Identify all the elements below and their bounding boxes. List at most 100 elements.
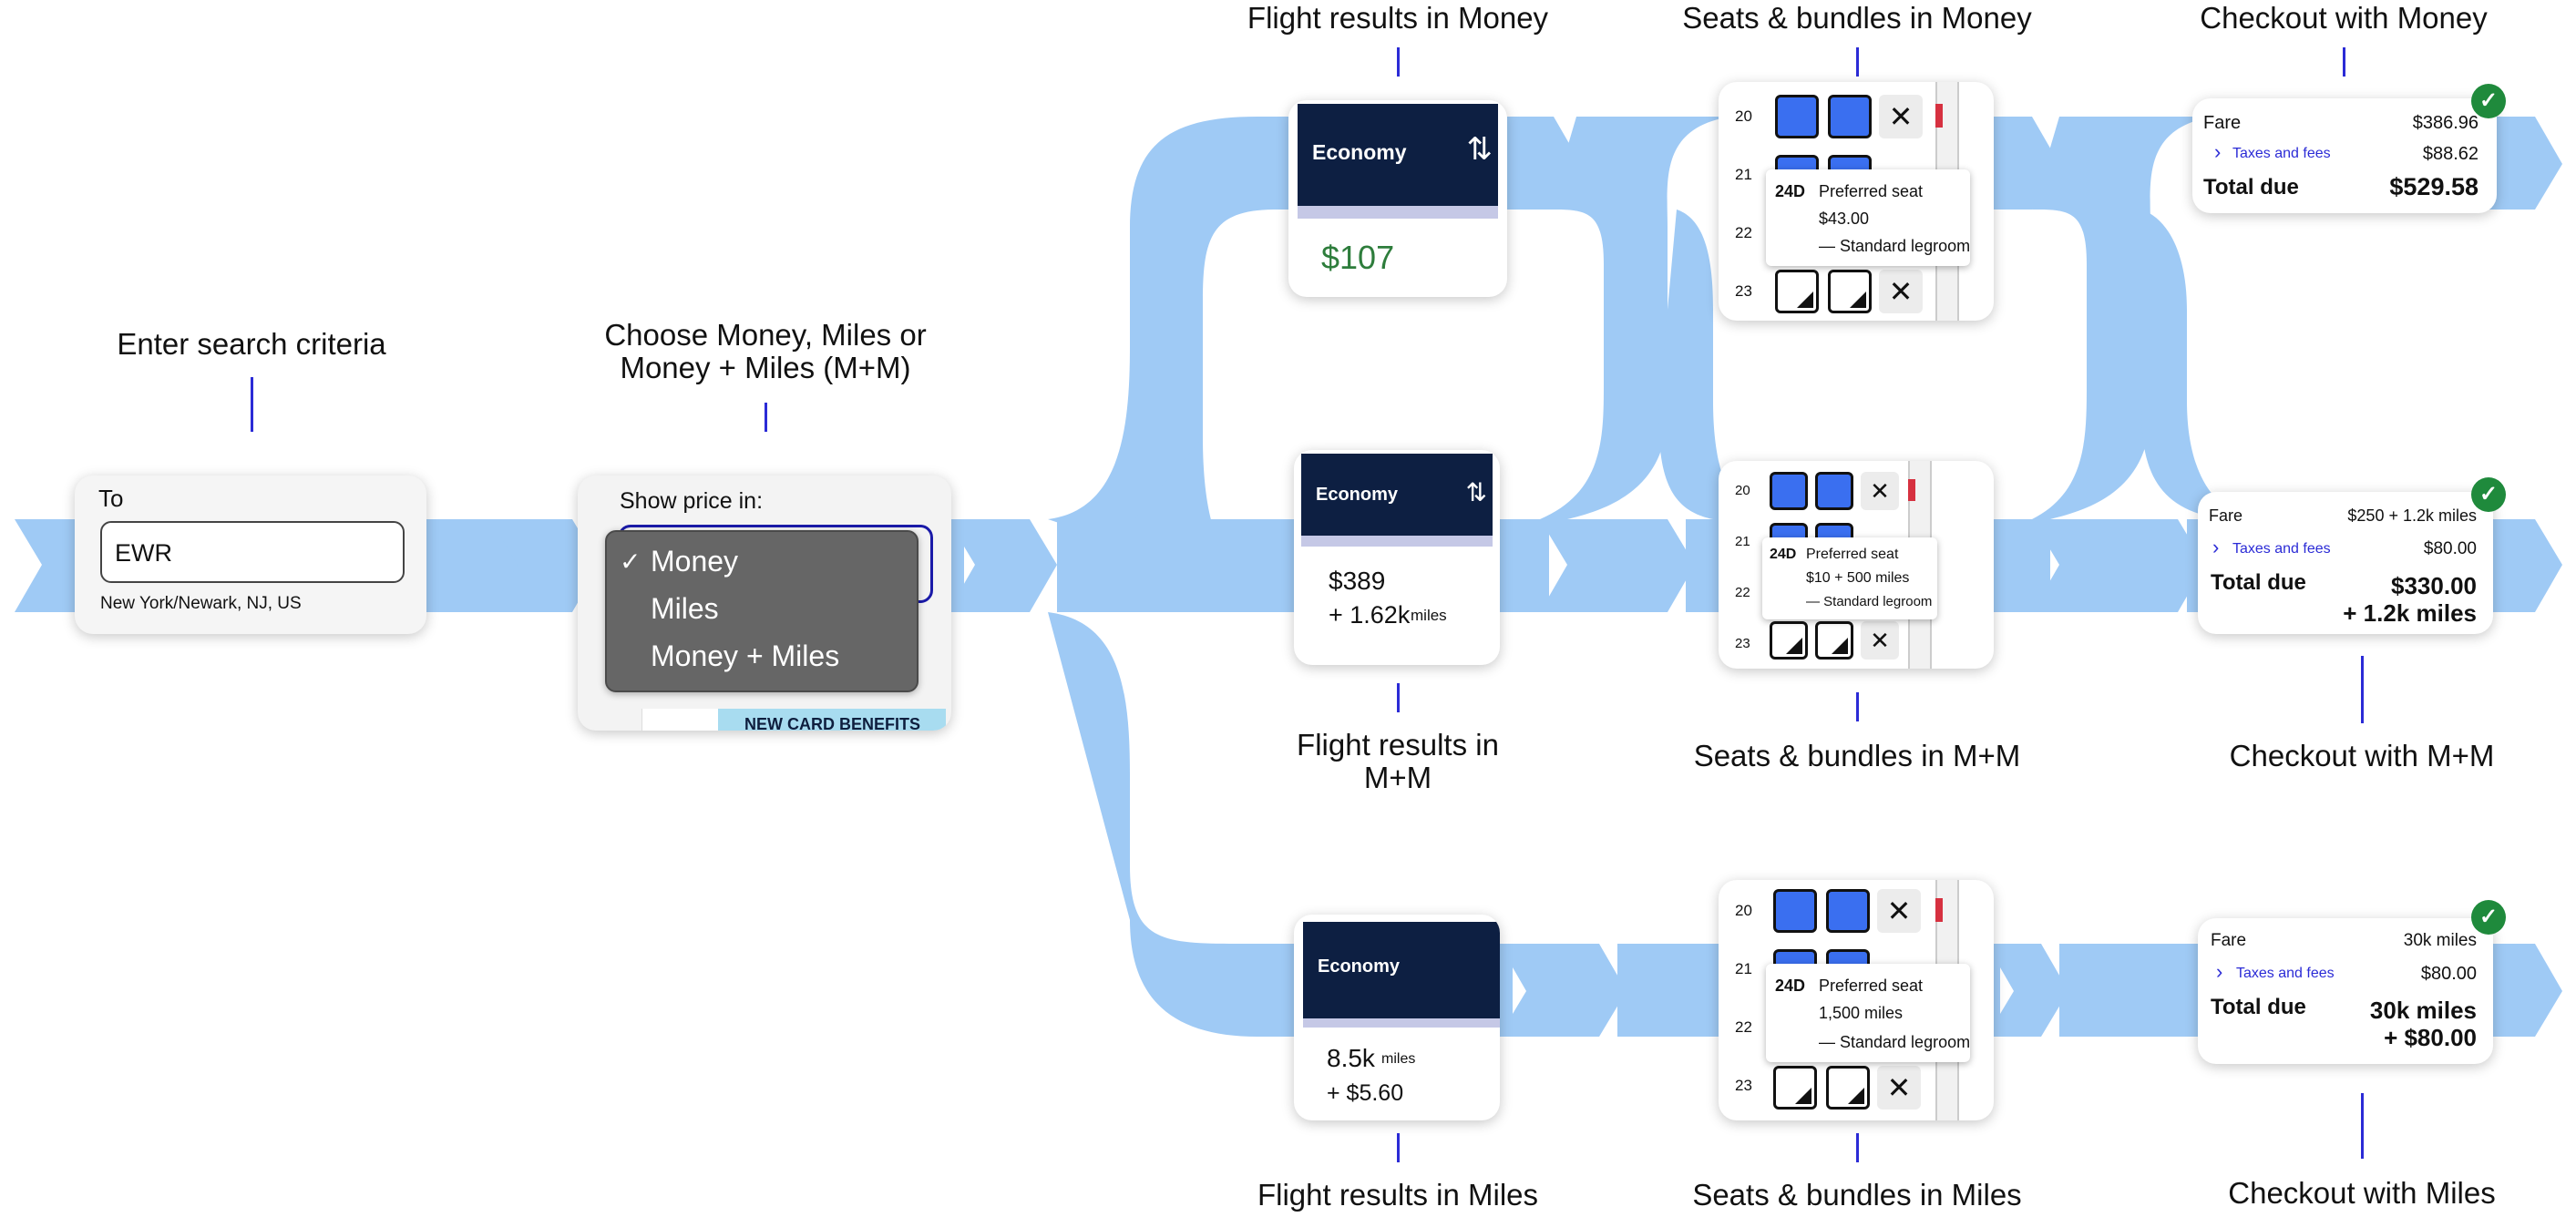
flight-miles-value: 8.5k <box>1327 1044 1375 1072</box>
seat-extra-legroom[interactable] <box>1826 1066 1870 1110</box>
tooltip-seat: 24D <box>1770 547 1797 562</box>
option-money-miles[interactable]: Money + Miles <box>651 639 840 672</box>
flow-arrow <box>2492 117 2562 210</box>
total-label: Total due <box>2211 995 2306 1019</box>
label-choose-text: Choose Money, Miles or Money + Miles (M+… <box>604 318 927 384</box>
tooltip-price: $43.00 <box>1819 210 1870 228</box>
flow-branch <box>1048 612 1303 1037</box>
label-seats-money: Seats & bundles in Money <box>1682 1 2032 35</box>
destination-input-value: EWR <box>115 539 172 567</box>
seat[interactable] <box>1775 95 1819 138</box>
seat[interactable] <box>1773 889 1817 933</box>
swap-arrows-icon[interactable]: ⇅ <box>1466 132 1493 167</box>
exit-marker <box>1908 479 1915 501</box>
row-number: 20 <box>1735 483 1750 498</box>
tooltip-note: — Standard legroom <box>1806 594 1933 609</box>
total-value-primary: $330.00 <box>2391 572 2477 599</box>
fare-value: 30k miles <box>2403 931 2477 950</box>
label-search: Enter search criteria <box>117 327 386 361</box>
close-x-icon: ✕ <box>1886 1071 1912 1104</box>
seat-extra-legroom[interactable] <box>1773 1066 1817 1110</box>
seat-unavailable: ✕ <box>1879 95 1923 138</box>
seat[interactable] <box>1815 472 1853 510</box>
seat-extra-legroom[interactable] <box>1770 621 1808 660</box>
checkmark-icon: ✓ <box>2471 84 2506 118</box>
fare-value: $386.96 <box>2412 113 2479 133</box>
cabin-label: Economy <box>1312 140 1407 164</box>
seat[interactable] <box>1770 472 1808 510</box>
taxes-value: $80.00 <box>2423 539 2477 558</box>
fare-label: Fare <box>2203 113 2242 133</box>
flight-card-miles[interactable]: Economy 8.5k miles + $5.60 <box>1294 915 1500 1120</box>
flow-branch <box>1658 210 1759 519</box>
row-number: 23 <box>1735 1077 1752 1094</box>
seat-extra-legroom[interactable] <box>1828 270 1872 313</box>
taxes-link[interactable]: Taxes and fees <box>2232 541 2331 557</box>
row-number: 21 <box>1735 960 1752 977</box>
connector-tick <box>251 377 253 432</box>
fare-label: Fare <box>2211 931 2247 950</box>
seat-unavailable: ✕ <box>1877 1066 1921 1110</box>
new-card-banner[interactable]: NEW CARD BENEFITS <box>718 709 946 731</box>
flight-miles-unit-mm: miles <box>1411 607 1447 624</box>
row-number: 22 <box>1735 1018 1752 1036</box>
swap-arrows-icon[interactable]: ⇅ <box>1465 478 1487 506</box>
destination-input[interactable]: EWR <box>100 521 405 583</box>
label-flight-mm: Flight results in M+M <box>1297 729 1499 794</box>
tooltip-seat-name: Preferred seat <box>1819 977 1924 995</box>
taxes-link[interactable]: Taxes and fees <box>2232 146 2331 161</box>
flow-arrow <box>490 519 600 612</box>
connector-tick <box>765 403 767 432</box>
seat[interactable] <box>1828 95 1872 138</box>
tooltip-seat: 24D <box>1775 182 1806 200</box>
close-x-icon: ✕ <box>1886 895 1912 927</box>
seat-card-mm: 20 21 22 23 ✕ ✕ 24D Preferred seat $10 +… <box>1719 461 1994 669</box>
flight-card-header: Economy ⇅ <box>1298 104 1498 206</box>
row-number: 21 <box>1735 534 1750 549</box>
checkmark-icon: ✓ <box>2471 477 2506 512</box>
seat-tooltip: 24D Preferred seat $10 + 500 miles — Sta… <box>1762 537 1937 619</box>
flight-card-divider <box>1298 206 1498 219</box>
checkout-card-money: Fare $386.96 › Taxes and fees $88.62 Tot… <box>2192 98 2497 213</box>
option-miles[interactable]: Miles <box>651 592 719 625</box>
seat-extra-legroom[interactable] <box>1815 621 1853 660</box>
to-label: To <box>98 485 124 512</box>
total-label: Total due <box>2211 570 2306 595</box>
search-card: To EWR New York/Newark, NJ, US <box>75 476 426 634</box>
seat-extra-legroom[interactable] <box>1775 270 1819 313</box>
seat-unavailable: ✕ <box>1877 889 1921 933</box>
flight-card-money[interactable]: Economy ⇅ $107 <box>1288 100 1507 297</box>
connector-tick <box>1397 683 1400 712</box>
fare-label: Fare <box>2209 506 2243 525</box>
close-x-icon: ✕ <box>1870 627 1890 654</box>
seat-tooltip: 24D Preferred seat 1,500 miles — Standar… <box>1766 964 1970 1062</box>
connector-tick <box>1856 1133 1859 1162</box>
taxes-value: $88.62 <box>2422 144 2479 164</box>
connector-tick <box>2361 1093 2364 1159</box>
flight-miles-mm: + 1.62k <box>1329 601 1411 629</box>
option-money[interactable]: Money <box>651 545 739 578</box>
close-x-icon: ✕ <box>1870 477 1890 505</box>
cabin-label: Economy <box>1318 956 1401 977</box>
total-value-primary: 30k miles <box>2369 997 2477 1024</box>
chevron-right-icon[interactable]: › <box>2212 536 2220 558</box>
new-card-banner-text: NEW CARD BENEFITS <box>744 715 920 731</box>
seat[interactable] <box>1826 889 1870 933</box>
label-checkout-miles: Checkout with Miles <box>2228 1176 2496 1210</box>
tooltip-seat-name: Preferred seat <box>1819 182 1924 200</box>
chevron-right-icon[interactable]: › <box>2216 960 2223 983</box>
flight-card-mm[interactable]: Economy ⇅ $389 + 1.62k miles <box>1294 450 1500 665</box>
flight-price-mm: $389 <box>1329 567 1386 595</box>
connector-tick <box>1397 1133 1400 1162</box>
connector-tick <box>2361 656 2364 723</box>
tooltip-price: $10 + 500 miles <box>1806 570 1910 586</box>
chevron-right-icon[interactable]: › <box>2214 140 2222 163</box>
price-mode-card: Show price in: NEW CARD BENEFITS ✓ Money… <box>578 476 951 731</box>
row-number: 23 <box>1735 282 1752 300</box>
tooltip-note: — Standard legroom <box>1819 1033 1971 1051</box>
label-flight-money: Flight results in Money <box>1247 1 1549 35</box>
taxes-link[interactable]: Taxes and fees <box>2236 966 2335 981</box>
flight-card-header: Economy <box>1303 922 1500 1018</box>
close-x-icon: ✕ <box>1888 100 1914 133</box>
connector-tick <box>1856 47 1859 77</box>
